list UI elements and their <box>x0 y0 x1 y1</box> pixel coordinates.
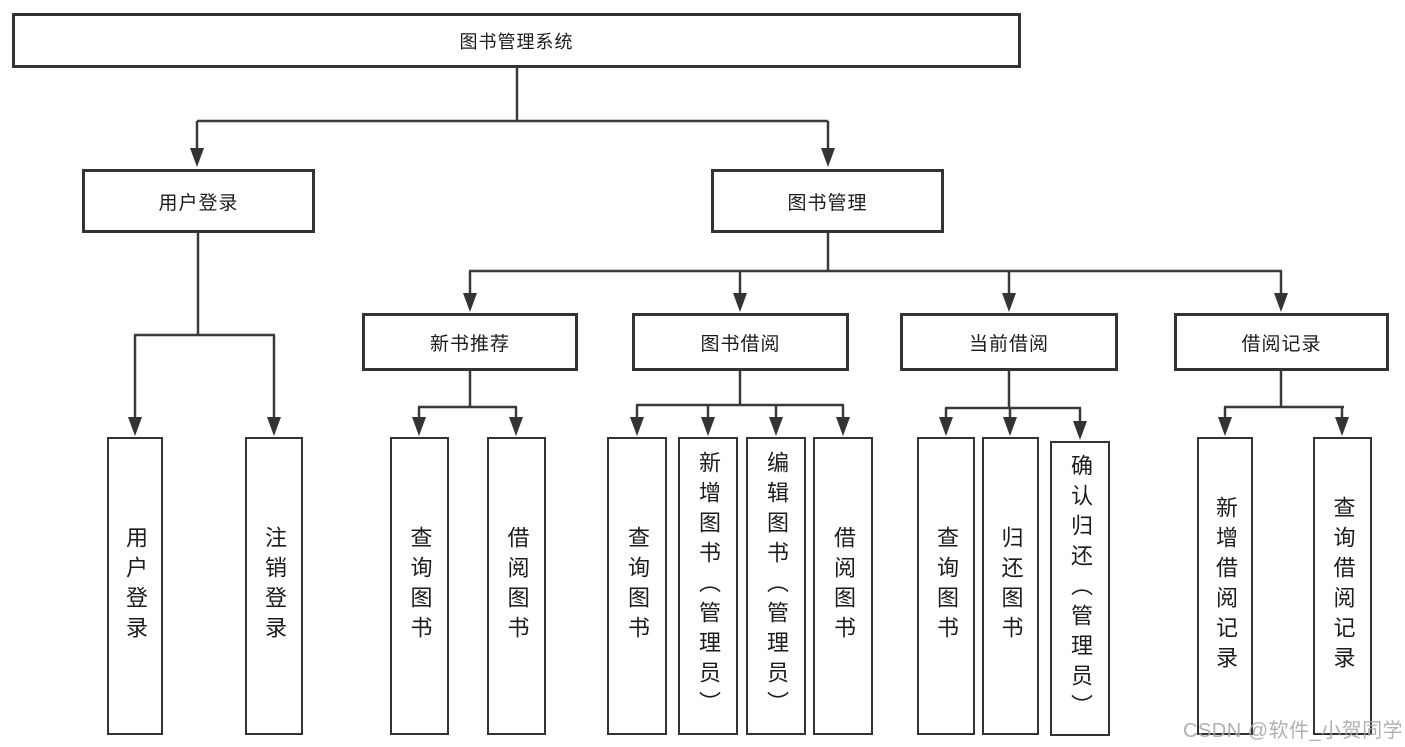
leaf-current-query-label: 查询图书 <box>934 526 959 646</box>
leaf-borrow-query-label: 查询图书 <box>625 526 650 646</box>
leaf-current-confirm-admin: 确认归还（管理员） <box>1050 441 1110 736</box>
leaf-borrow-query: 查询图书 <box>607 437 667 735</box>
node-book-borrow-label: 图书借阅 <box>700 333 781 355</box>
node-book-management-label: 图书管理 <box>787 192 868 214</box>
connector-newbook-to-leaves <box>412 371 523 436</box>
leaf-records-add-label: 新增借阅记录 <box>1213 496 1238 676</box>
node-user-login-label: 用户登录 <box>158 192 239 214</box>
leaf-records-add: 新增借阅记录 <box>1197 437 1253 735</box>
leaf-records-query: 查询借阅记录 <box>1313 437 1372 735</box>
node-book-management: 图书管理 <box>711 169 944 233</box>
leaf-user-login-label: 用户登录 <box>123 526 148 646</box>
leaf-borrow-edit-admin-label: 编辑图书（管理员） <box>764 451 789 721</box>
connector-root-to-level1 <box>190 68 835 167</box>
connector-bookmgmt-to-level2 <box>463 233 1288 312</box>
connector-records-to-leaves <box>1218 371 1349 436</box>
leaf-newbook-borrow: 借阅图书 <box>487 437 546 735</box>
node-root: 图书管理系统 <box>12 13 1021 68</box>
node-book-borrow: 图书借阅 <box>632 313 849 371</box>
leaf-borrow-add-admin: 新增图书（管理员） <box>678 437 738 735</box>
node-root-label: 图书管理系统 <box>459 31 574 52</box>
leaf-logout-label: 注销登录 <box>262 526 287 646</box>
node-new-book-recommend-label: 新书推荐 <box>429 333 510 355</box>
node-user-login: 用户登录 <box>82 169 315 233</box>
leaf-current-query: 查询图书 <box>917 437 975 735</box>
leaf-current-return: 归还图书 <box>982 437 1039 735</box>
node-borrow-records: 借阅记录 <box>1174 313 1389 371</box>
leaf-borrow-add-admin-label: 新增图书（管理员） <box>696 451 721 721</box>
csdn-watermark: CSDN @软件_小贺同学 <box>1183 720 1404 742</box>
leaf-newbook-borrow-label: 借阅图书 <box>504 526 530 646</box>
leaf-newbook-query-label: 查询图书 <box>407 526 433 646</box>
leaf-records-query-label: 查询借阅记录 <box>1330 496 1356 676</box>
leaf-user-login: 用户登录 <box>107 437 163 735</box>
connector-current-to-leaves <box>939 371 1087 440</box>
leaf-current-return-label: 归还图书 <box>998 526 1024 646</box>
leaf-borrow-book: 借阅图书 <box>813 437 873 735</box>
leaf-borrow-edit-admin: 编辑图书（管理员） <box>746 437 806 735</box>
node-current-borrow: 当前借阅 <box>900 313 1118 371</box>
node-current-borrow-label: 当前借阅 <box>968 333 1049 355</box>
leaf-current-confirm-admin-label: 确认归还（管理员） <box>1068 453 1093 724</box>
leaf-logout: 注销登录 <box>245 437 303 735</box>
leaf-borrow-book-label: 借阅图书 <box>831 526 856 646</box>
connector-borrow-to-leaves <box>630 371 850 436</box>
leaf-newbook-query: 查询图书 <box>390 437 449 735</box>
connector-userlogin-to-leaves <box>128 233 281 436</box>
node-borrow-records-label: 借阅记录 <box>1241 333 1322 355</box>
node-new-book-recommend: 新书推荐 <box>362 313 578 371</box>
